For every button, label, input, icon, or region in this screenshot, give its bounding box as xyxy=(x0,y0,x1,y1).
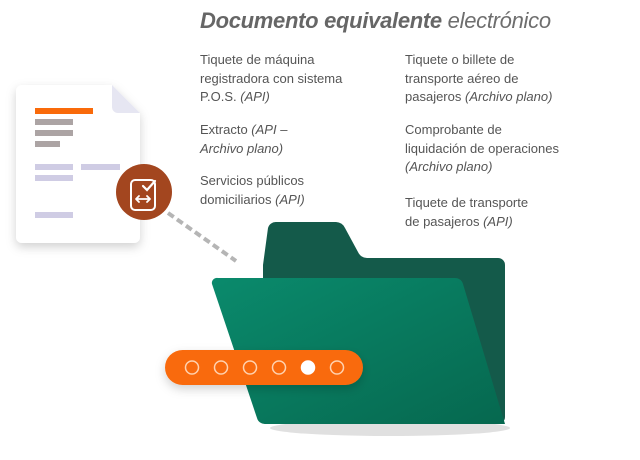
pagination-dot[interactable] xyxy=(242,360,258,375)
item-format: (API) xyxy=(275,191,305,207)
item-line: Comprobante de xyxy=(405,121,559,140)
item-format: (API – xyxy=(251,122,288,137)
pagination-dot[interactable] xyxy=(271,360,287,375)
document-type-item: Tiquete de transporte de pasajeros (API) xyxy=(405,194,528,231)
item-line: P.O.S. (API) xyxy=(200,88,342,107)
item-format: (API) xyxy=(483,213,513,229)
document-check-exchange-icon xyxy=(116,164,172,220)
item-format: (Archivo plano) xyxy=(464,89,553,104)
item-format: (API) xyxy=(240,89,270,104)
item-line: Tiquete o billete de xyxy=(405,51,552,70)
pagination-dot-active[interactable] xyxy=(300,360,316,375)
item-text: registradora con sistema xyxy=(200,70,343,86)
item-line: domiciliarios (API) xyxy=(200,191,305,210)
document-type-item: Comprobante de liquidación de operaciones… xyxy=(405,121,559,177)
document-type-item: Tiquete o billete de transporte aéreo de p… xyxy=(405,51,552,107)
item-text: Servicios públicos xyxy=(200,173,305,188)
item-line: (Archivo plano) xyxy=(405,158,559,177)
item-line: transporte aéreo de xyxy=(405,70,552,89)
pagination-dot[interactable] xyxy=(213,360,229,375)
item-line: Tiquete de transporte xyxy=(405,194,528,213)
item-text: domiciliarios xyxy=(200,191,276,207)
item-text: Tiquete de transporte xyxy=(405,195,529,210)
item-line: Archivo plano) xyxy=(200,140,287,159)
connector-line xyxy=(166,211,238,263)
document-type-item: Extracto (API –Archivo plano) xyxy=(200,121,287,158)
item-line: liquidación de operaciones xyxy=(405,140,559,159)
item-line: Tiquete de máquina xyxy=(200,51,342,70)
item-line: registradora con sistema xyxy=(200,70,342,89)
item-line: de pasajeros (API) xyxy=(405,213,528,232)
item-text: pasajeros xyxy=(405,89,465,104)
document-type-item: Tiquete de máquina registradora con siste… xyxy=(200,51,342,107)
document-icon xyxy=(16,85,140,243)
item-text: transporte aéreo de xyxy=(405,70,519,86)
item-text: P.O.S. xyxy=(200,89,241,104)
item-text: Extracto xyxy=(200,122,252,137)
pagination-pill xyxy=(165,350,363,385)
pagination-dot[interactable] xyxy=(329,360,345,375)
item-format: Archivo plano) xyxy=(200,140,284,156)
item-text: de pasajeros xyxy=(405,213,484,229)
item-line: pasajeros (Archivo plano) xyxy=(405,88,552,107)
item-line: Extracto (API – xyxy=(200,121,287,140)
folder-icon xyxy=(211,221,510,436)
item-text: liquidación de operaciones xyxy=(405,140,559,156)
item-format: (Archivo plano) xyxy=(405,159,493,174)
item-text: Tiquete o billete de xyxy=(405,52,515,67)
item-text: Comprobante de xyxy=(405,122,502,137)
pagination-dot[interactable] xyxy=(184,360,200,375)
item-text: Tiquete de máquina xyxy=(200,52,315,67)
item-line: Servicios públicos xyxy=(200,172,305,191)
document-type-item: Servicios públicos domiciliarios (API) xyxy=(200,172,305,209)
page-title: Documento equivalente electrónico xyxy=(200,8,551,33)
